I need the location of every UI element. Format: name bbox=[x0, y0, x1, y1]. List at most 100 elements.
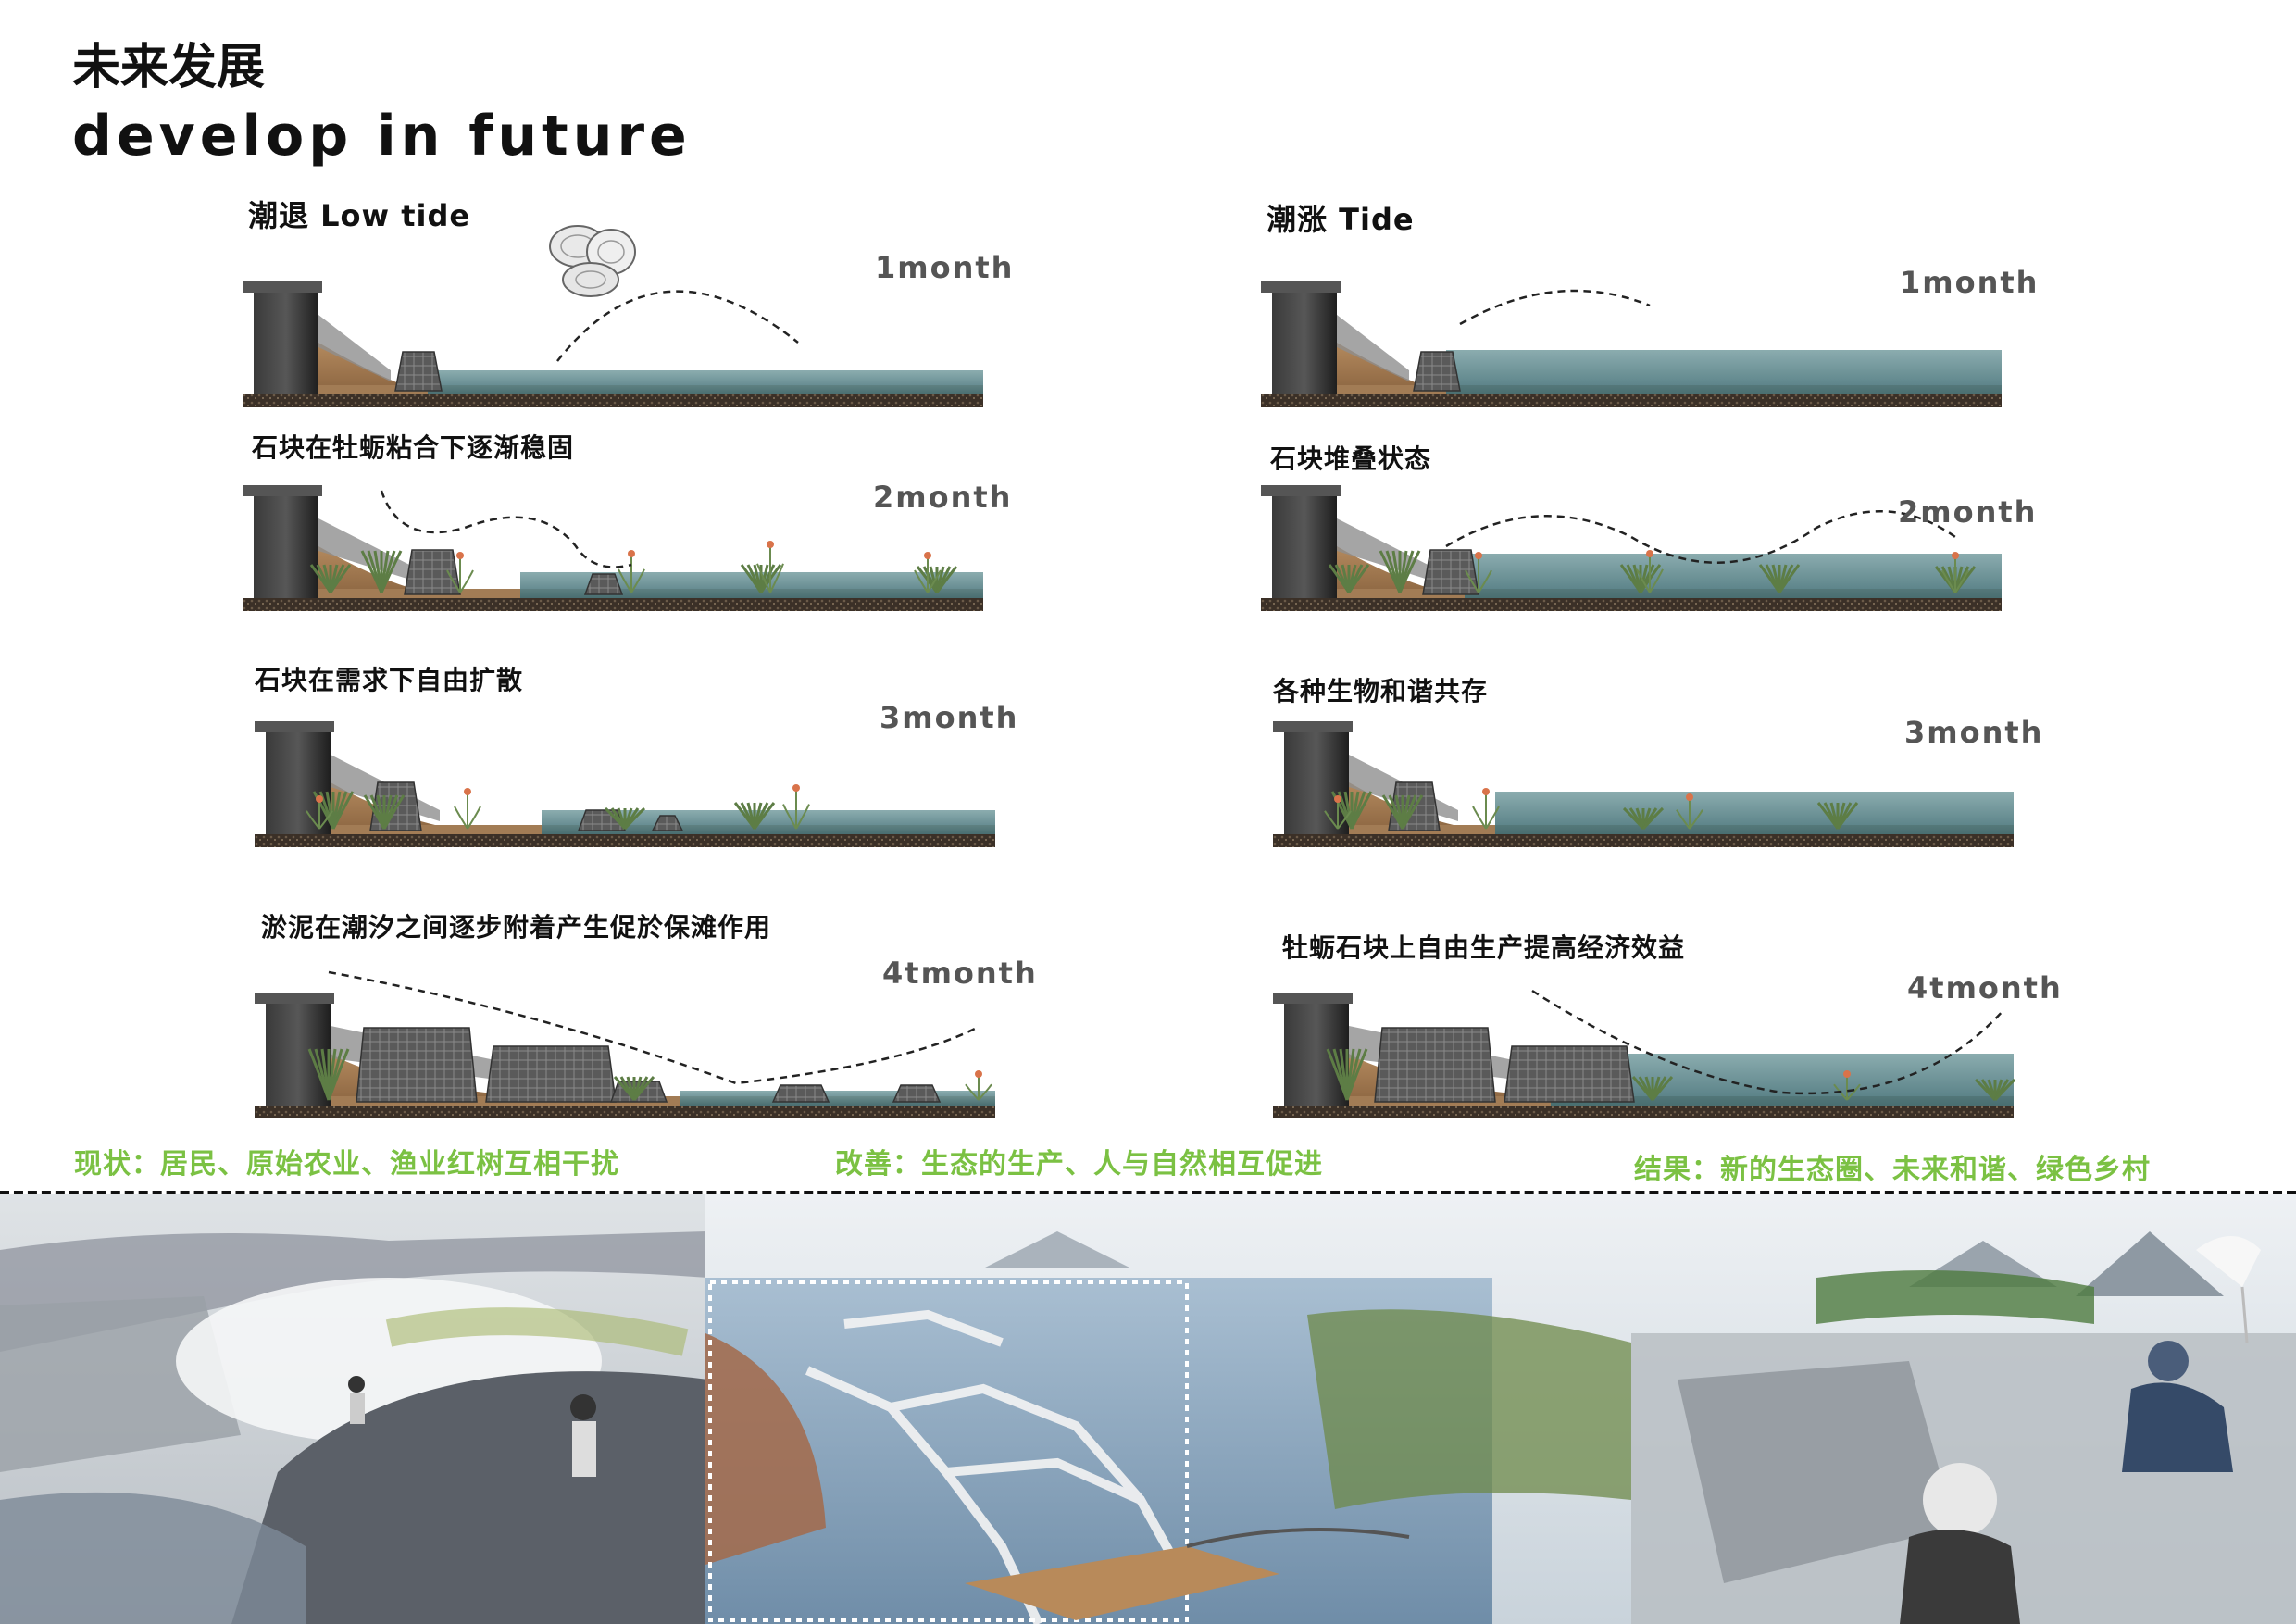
gravel-base bbox=[1273, 1106, 2014, 1118]
plant-icon bbox=[1631, 1075, 1674, 1101]
stone-block bbox=[651, 815, 684, 831]
future-vision-photo bbox=[705, 1194, 2296, 1624]
caption-right-3: 各种生物和谐共存 bbox=[1273, 676, 1489, 706]
month-left-2: 2month bbox=[873, 480, 1013, 515]
stone-block bbox=[583, 573, 624, 595]
plant-icon bbox=[1622, 806, 1665, 831]
flower-plant-icon bbox=[454, 788, 481, 830]
section-right-4month bbox=[1273, 989, 2016, 1118]
soil-slope bbox=[318, 343, 428, 394]
wall-cap bbox=[243, 485, 322, 496]
plant-icon bbox=[1758, 564, 1801, 593]
water bbox=[1495, 792, 2014, 834]
soil-slope bbox=[318, 546, 446, 598]
stone-block bbox=[1374, 1027, 1496, 1103]
page-title-en: develop in future bbox=[72, 104, 692, 169]
plant-icon bbox=[307, 1048, 350, 1101]
soil-slope bbox=[1337, 343, 1446, 394]
dashed-trajectory bbox=[1445, 509, 1956, 564]
sea-wall bbox=[266, 732, 331, 840]
soil-slope bbox=[1337, 546, 1465, 598]
flower-plant-icon bbox=[782, 784, 810, 830]
flower-plant-icon bbox=[1636, 550, 1664, 593]
plant-icon bbox=[360, 550, 403, 593]
month-left-4: 4tmonth bbox=[882, 956, 1038, 991]
gravel-base bbox=[243, 598, 983, 611]
flower-plant-icon bbox=[1676, 793, 1703, 830]
wall-cap bbox=[1261, 281, 1341, 293]
flower-plant-icon bbox=[756, 541, 784, 593]
dashed-trajectory bbox=[1459, 289, 1651, 326]
stone-block bbox=[1413, 351, 1461, 392]
plant-icon bbox=[1816, 802, 1859, 830]
flower-plant-icon bbox=[1833, 1070, 1861, 1101]
wall-cap bbox=[1273, 721, 1353, 732]
stone-block bbox=[485, 1045, 617, 1103]
flower-plant-icon bbox=[965, 1070, 992, 1101]
caption-right-2: 石块堆叠状态 bbox=[1270, 443, 1432, 474]
water bbox=[1446, 350, 2002, 394]
flower-plant-icon bbox=[306, 795, 333, 830]
flower-plant-icon bbox=[1941, 552, 1969, 593]
wall-cap bbox=[1273, 993, 1353, 1004]
sea-wall bbox=[254, 293, 318, 400]
plant-icon bbox=[740, 564, 782, 593]
oyster-shells-icon bbox=[549, 225, 636, 297]
gravel-base bbox=[1261, 598, 2002, 611]
sea-wall bbox=[1272, 496, 1337, 604]
wall-cap bbox=[243, 281, 322, 293]
plant-icon bbox=[733, 802, 776, 830]
stone-block bbox=[771, 1084, 830, 1103]
page-title-cn: 未来发展 bbox=[72, 40, 266, 95]
plant-icon bbox=[1328, 564, 1370, 593]
flower-plant-icon bbox=[1465, 552, 1492, 593]
plant-icon bbox=[1326, 1048, 1368, 1101]
dashed-trajectory bbox=[380, 490, 632, 568]
plant-icon bbox=[916, 566, 958, 593]
month-right-1: 1month bbox=[1900, 265, 2040, 300]
wall-cap bbox=[255, 721, 334, 732]
plant-icon bbox=[1330, 791, 1373, 830]
section-right-1month bbox=[1261, 281, 2002, 407]
rock-revetment bbox=[1337, 518, 1446, 585]
stone-block bbox=[356, 1027, 478, 1103]
section-left-2month bbox=[243, 485, 983, 611]
month-right-2: 2month bbox=[1898, 494, 2038, 530]
gravel-base bbox=[1273, 834, 2014, 847]
stone-block bbox=[404, 549, 461, 595]
section-right-2month bbox=[1261, 485, 2002, 611]
caption-left-3: 石块在需求下自由扩散 bbox=[255, 665, 524, 695]
stone-block bbox=[1504, 1045, 1635, 1103]
plant-icon bbox=[363, 794, 406, 830]
water bbox=[1465, 554, 2002, 598]
dashed-trajectory bbox=[556, 290, 799, 362]
sea-wall bbox=[266, 1004, 331, 1111]
current-state-photo bbox=[0, 1194, 708, 1624]
dashed-divider bbox=[0, 1191, 2296, 1195]
low-tide-heading: 潮退 Low tide bbox=[248, 198, 471, 233]
gravel-base bbox=[1261, 394, 2002, 407]
wall-cap bbox=[255, 993, 334, 1004]
month-left-3: 3month bbox=[880, 700, 1019, 735]
sea-wall bbox=[1284, 732, 1349, 840]
result-label: 结果：新的生态圈、未来和谐、绿色乡村 bbox=[1634, 1154, 2151, 1186]
gravel-base bbox=[255, 834, 995, 847]
month-left-1: 1month bbox=[875, 250, 1015, 285]
rock-revetment bbox=[318, 315, 391, 381]
month-right-4: 4tmonth bbox=[1907, 970, 2063, 1006]
soil-slope bbox=[331, 782, 477, 834]
tide-heading: 潮涨 Tide bbox=[1267, 202, 1415, 237]
water bbox=[428, 370, 983, 394]
month-right-3: 3month bbox=[1904, 715, 2044, 750]
stone-block bbox=[1422, 549, 1479, 595]
sea-wall bbox=[254, 496, 318, 604]
sea-wall bbox=[1284, 1004, 1349, 1111]
section-left-4month bbox=[255, 970, 995, 1118]
caption-left-4: 淤泥在潮汐之间逐步附着产生促於保滩作用 bbox=[261, 912, 772, 943]
flower-plant-icon bbox=[1472, 788, 1500, 830]
plant-icon bbox=[1381, 794, 1424, 830]
gravel-base bbox=[243, 394, 983, 407]
section-right-3month bbox=[1273, 721, 2014, 847]
soil-slope bbox=[1349, 782, 1495, 834]
plant-icon bbox=[1379, 550, 1421, 593]
